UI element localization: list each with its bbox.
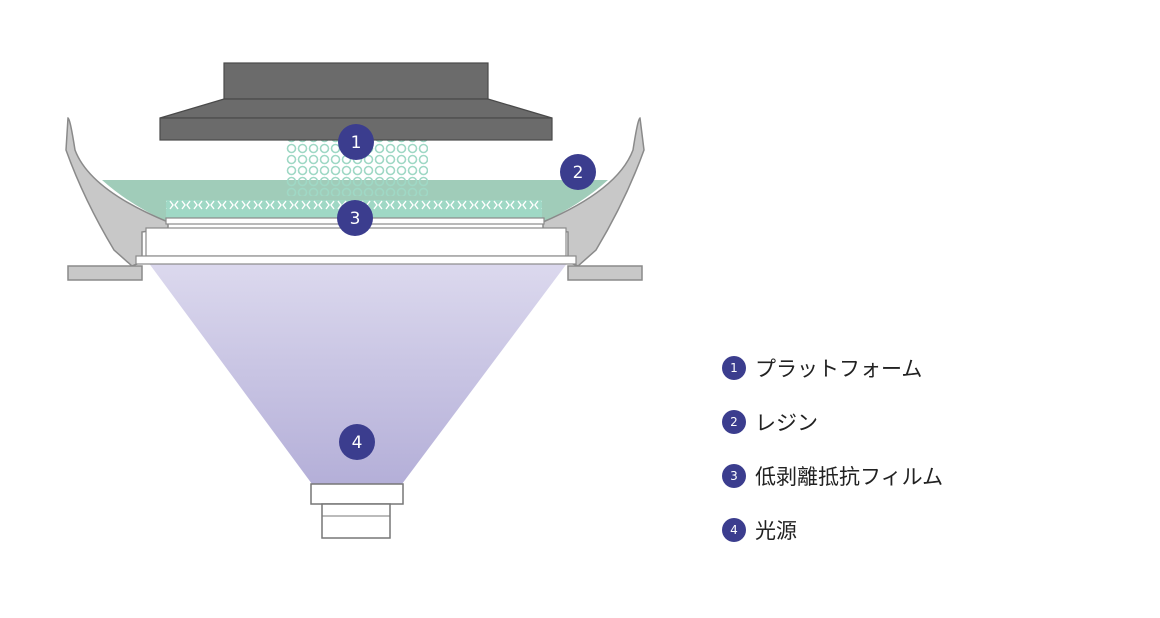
- legend-badge: 3: [722, 464, 746, 488]
- tank-wall-right: [542, 117, 645, 267]
- light-source-lamp: [310, 483, 404, 539]
- badge-4: 4: [339, 424, 375, 460]
- svg-text:3: 3: [350, 209, 361, 229]
- tank-wall-left: [65, 117, 169, 267]
- badge-2: 2: [560, 154, 596, 190]
- legend-item: 2 レジン: [722, 402, 943, 442]
- legend-item: 3 低剥離抵抗フィルム: [722, 456, 943, 496]
- light-beam: [148, 262, 568, 484]
- legend-badge: 2: [722, 410, 746, 434]
- legend-item: 4 光源: [722, 510, 943, 550]
- legend-label: レジン: [755, 411, 818, 435]
- legend-item: 1 プラットフォーム: [722, 348, 943, 388]
- legend-label: 低剥離抵抗フィルム: [755, 465, 944, 489]
- badge-1: 1: [338, 124, 374, 160]
- legend-label: プラットフォーム: [755, 357, 923, 381]
- legend-badge: 1: [722, 356, 746, 380]
- svg-text:2: 2: [573, 163, 584, 183]
- legend: 1 プラットフォーム 2 レジン 3 低剥離抵抗フィルム 4 光源: [722, 348, 943, 564]
- legend-badge: 4: [722, 518, 746, 542]
- svg-text:4: 4: [352, 433, 363, 453]
- legend-label: 光源: [755, 519, 797, 543]
- svg-text:1: 1: [351, 133, 362, 153]
- base-flange-right: [567, 265, 643, 281]
- badge-3: 3: [337, 200, 373, 236]
- base-flange-left: [67, 265, 143, 281]
